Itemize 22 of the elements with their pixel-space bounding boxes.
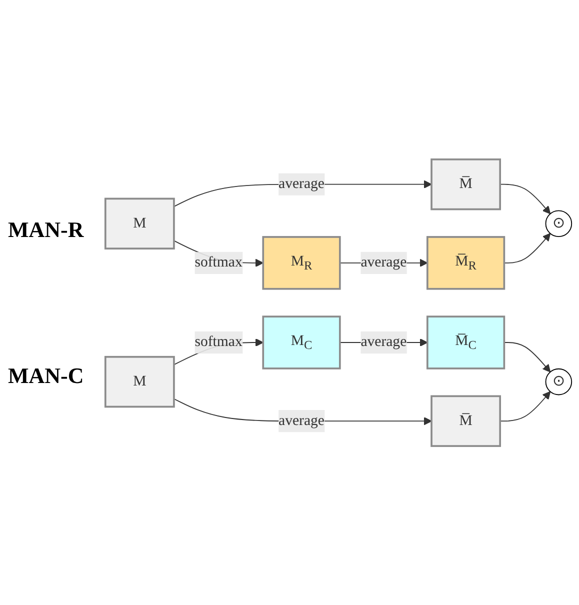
node-box: M$_{R}$: [262, 236, 341, 290]
edge-label: average: [278, 412, 324, 428]
node-circle: ⊙: [545, 210, 572, 237]
node-box: M$_{C}$: [262, 315, 341, 370]
section-label: MAN-R: [7, 216, 85, 242]
node-box: M: [104, 356, 175, 408]
arrow: [500, 184, 551, 214]
arrow: [504, 342, 551, 372]
arrow: [500, 391, 551, 422]
edge-label: softmax: [194, 254, 242, 270]
node-box: M̅: [430, 158, 501, 210]
edge-label: average: [360, 254, 407, 270]
arrow: [504, 232, 551, 264]
section-label: MAN-C: [7, 362, 85, 388]
edge-label: softmax: [194, 334, 242, 350]
node-box: M: [104, 198, 175, 250]
node-box: M̅$_{C}$: [426, 315, 506, 370]
node-box: M̅: [430, 395, 501, 447]
edge-label: average: [278, 176, 324, 192]
node-box: M̅$_{R}$: [426, 236, 506, 290]
edge-label: average: [360, 334, 407, 350]
node-circle: ⊙: [545, 368, 572, 395]
